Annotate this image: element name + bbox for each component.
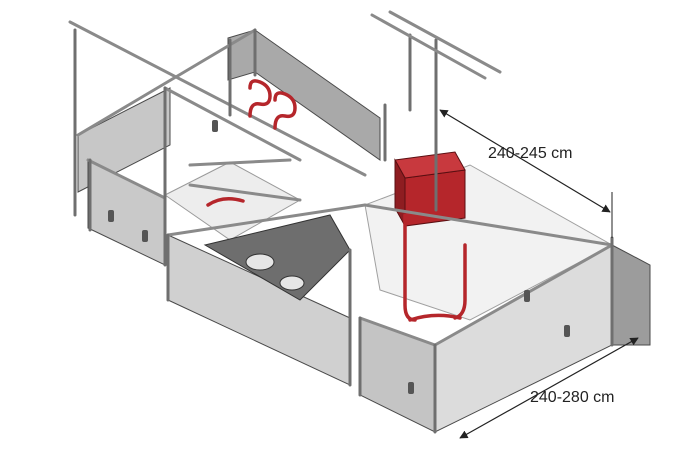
right-front-wall-panel [359,317,436,433]
left-front-wall-panel [87,159,166,266]
floor-drain-right [279,275,305,291]
right-end-wall-panel [611,244,651,346]
back-wall-panel [227,29,381,161]
crate-bars-red [206,79,467,322]
floor-drain-left [245,253,275,271]
dimension-line-width [439,109,613,238]
frame-posts [73,28,614,434]
dimension-label-width: 240-245 cm [488,145,573,162]
dimension-line-length [459,337,639,439]
frame-rails [68,20,614,347]
feeder-overhead-bars [370,10,502,80]
panel-fixtures [108,120,570,394]
dimension-label-length: 240-280 cm [530,389,615,406]
